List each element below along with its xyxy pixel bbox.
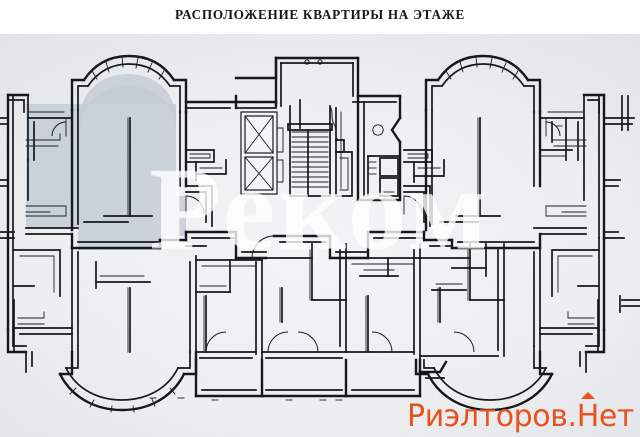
apartment-lower-left: [13, 247, 79, 373]
building-outline-right: [533, 93, 606, 354]
apartment-lower-right: [418, 243, 505, 379]
brand-prefix: Риэлторов.: [407, 399, 577, 434]
bay-window-top-left: [70, 54, 188, 232]
elevator-shafts: [240, 111, 284, 195]
apartment-lower-center-right: [344, 243, 422, 398]
apartment-lower-center: [260, 243, 348, 401]
page-title: РАСПОЛОЖЕНИЕ КВАРТИРЫ НА ЭТАЖЕ: [175, 7, 465, 22]
wing-lower-left: [0, 231, 73, 335]
highlighted-apartment-fill: [26, 74, 186, 250]
brand-roof-letter-text: Н: [576, 399, 600, 434]
right-edge-fragments: [603, 95, 640, 313]
left-edge-fragments: [0, 117, 9, 187]
brand-suffix: ет: [598, 399, 635, 434]
service-room-center-right: [352, 94, 402, 202]
apartment-right-upper-walls: [403, 117, 573, 227]
staircase: [287, 99, 333, 197]
central-core: [184, 56, 360, 197]
wing-lower-right: [539, 231, 625, 373]
service-block-left: [185, 149, 227, 227]
bay-window-bottom-right: [414, 247, 554, 412]
bay-window-bottom-left: [58, 255, 198, 413]
bay-window-top-right: [424, 54, 542, 232]
apartment-lower-center-left: [194, 257, 264, 401]
brand-roof-letter: Н: [576, 392, 600, 434]
building-outline: [6, 93, 30, 354]
apartment-left-upper-walls: [25, 94, 153, 235]
house-roof-icon: [580, 392, 595, 399]
